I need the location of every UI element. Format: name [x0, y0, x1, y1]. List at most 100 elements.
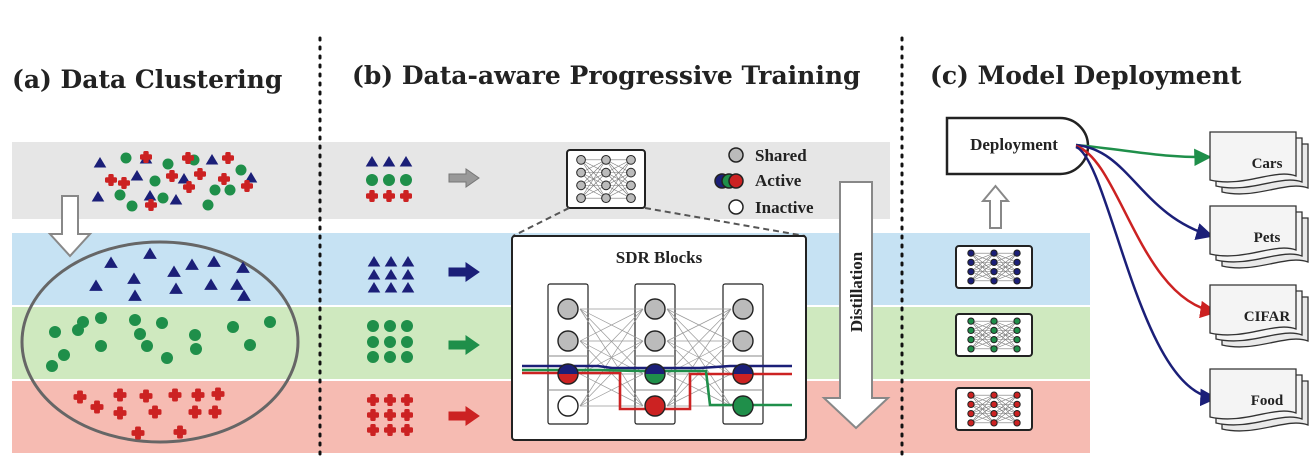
zoom-line-right	[644, 207, 806, 237]
curve-to-pets	[1075, 143, 1214, 240]
cross-marker	[208, 405, 222, 419]
layer-column	[634, 283, 676, 425]
dataset-doc-food: Food	[1209, 368, 1309, 432]
node	[1013, 345, 1021, 353]
green-arrow-icon	[448, 335, 480, 355]
cross-marker	[401, 394, 413, 406]
edge	[970, 271, 995, 282]
cross-marker	[139, 389, 153, 403]
dataset-label: Pets	[1254, 230, 1281, 246]
triangle-marker	[244, 172, 258, 183]
node	[626, 155, 636, 165]
cross-marker	[168, 388, 182, 402]
circle-marker	[189, 329, 201, 341]
triangle-marker	[367, 256, 381, 267]
node-legend: Shared Active Inactive	[714, 146, 814, 217]
circle-marker	[149, 175, 161, 187]
circle-marker	[49, 326, 61, 338]
group-green	[367, 320, 413, 363]
triangle-marker	[91, 191, 105, 202]
triangle-marker	[89, 279, 103, 291]
triangle-marker	[130, 170, 144, 181]
edge	[993, 404, 1018, 424]
active-node	[644, 395, 666, 417]
triangle-marker	[384, 269, 398, 280]
node	[990, 249, 998, 257]
cross-marker	[401, 409, 413, 421]
cross-marker	[401, 424, 413, 436]
red-arrow-icon	[448, 406, 480, 426]
edge	[970, 320, 995, 331]
triangle-marker	[236, 261, 250, 273]
edge	[666, 308, 732, 407]
circle-marker	[95, 340, 107, 352]
group-red	[367, 394, 413, 436]
circle-marker	[383, 174, 395, 186]
group-mixed	[365, 156, 413, 202]
deployed-model-red	[955, 387, 1033, 431]
edge	[970, 394, 995, 414]
edge	[993, 330, 1018, 350]
node	[1013, 277, 1021, 285]
circle-marker	[126, 200, 138, 212]
edge	[970, 394, 995, 424]
circle-marker	[401, 351, 413, 363]
circle-marker	[384, 336, 396, 348]
node	[967, 258, 975, 267]
node	[967, 400, 975, 409]
triangle-marker	[169, 194, 183, 205]
shared-node	[557, 298, 579, 320]
cross-marker	[367, 409, 379, 421]
triangle-marker	[367, 269, 381, 280]
circle-marker	[134, 328, 146, 340]
edge	[970, 320, 995, 350]
legend-active-label: Active	[755, 171, 802, 190]
edge	[605, 159, 632, 199]
triangle-marker	[93, 157, 107, 168]
circle-marker	[190, 343, 202, 355]
node	[990, 267, 998, 276]
edge	[970, 394, 995, 405]
circle-marker	[156, 317, 168, 329]
edge	[666, 308, 732, 342]
distillation-arrow: Distillation	[821, 181, 891, 430]
navy-arrow-icon	[448, 262, 480, 282]
edge	[970, 252, 995, 282]
deployed-model-green	[955, 313, 1033, 357]
circle-marker	[400, 174, 412, 186]
cross-marker	[105, 174, 117, 186]
triangle-marker	[382, 156, 396, 167]
dataset-doc-cifar: CIFAR	[1209, 284, 1309, 348]
node	[990, 419, 998, 427]
legend-inactive-label: Inactive	[755, 198, 814, 217]
cross-marker	[222, 152, 234, 164]
triangle-marker	[143, 247, 157, 259]
triangle-marker	[127, 272, 141, 284]
deployed-model-blue	[955, 245, 1033, 289]
node	[1013, 249, 1021, 257]
edge	[993, 339, 1018, 350]
node	[967, 345, 975, 353]
triangle-marker	[367, 282, 381, 293]
node	[576, 180, 586, 191]
edge	[666, 373, 732, 407]
deployment-curves	[1075, 143, 1218, 407]
cross-marker	[148, 405, 162, 419]
curve-to-cifar	[1075, 144, 1218, 319]
node	[576, 167, 586, 178]
cross-marker	[367, 394, 379, 406]
cross-marker	[384, 409, 396, 421]
cross-marker	[113, 388, 127, 402]
gray-arrow-icon	[448, 168, 480, 188]
triangle-marker	[401, 282, 415, 293]
mixed-data-cloud	[91, 151, 258, 212]
triangle-marker	[237, 289, 251, 301]
node	[576, 155, 586, 165]
node	[967, 277, 975, 285]
node	[967, 419, 975, 427]
cross-marker	[131, 426, 145, 440]
circle-marker	[162, 158, 174, 170]
triangle-marker	[384, 256, 398, 267]
node	[1013, 400, 1021, 409]
